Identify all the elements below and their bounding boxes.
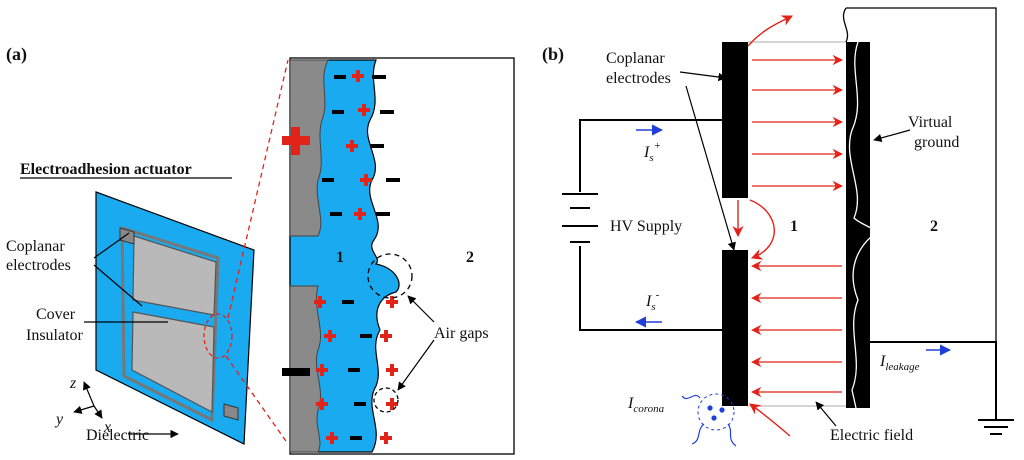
axis-x-arrow (93, 405, 103, 419)
panel-a: (a) Electroadhesion actuator Coplanar el… (6, 44, 515, 455)
upper-terminal (119, 227, 135, 245)
electrode-positive-section (289, 59, 329, 237)
label-coplanar-a-1: Coplanar (6, 238, 65, 255)
field-arrows-lower (750, 260, 842, 398)
corona-ions-icon (681, 393, 737, 447)
positive-charges (314, 70, 398, 444)
label-coplanar-b-2: electrodes (606, 70, 671, 87)
axis-y-label: y (54, 411, 64, 428)
pointer-coplanar-1 (93, 232, 130, 259)
fringe-arrow-curve (749, 199, 775, 260)
edge-field-bottom (749, 403, 791, 437)
zoom-line-top (227, 59, 289, 319)
electrode-lower-b (722, 250, 748, 406)
region-2-b: 2 (930, 218, 938, 235)
big-plus-v (291, 127, 300, 155)
negative-charges (322, 75, 400, 440)
current-is-minus: Is- (645, 289, 660, 313)
actuator-title: Electroadhesion actuator (20, 161, 192, 178)
pointer-coplanar-b-1 (679, 71, 727, 82)
panel-b-label: (b) (542, 44, 564, 65)
wire-ground (870, 341, 997, 420)
region-1-a: 1 (336, 249, 344, 266)
edge-field-top (747, 15, 794, 47)
region-1-b: 1 (790, 218, 798, 235)
label-dielectric: Dielectric (86, 427, 149, 444)
lower-electrode (131, 311, 215, 413)
air-gap-circle-1 (367, 253, 413, 299)
zoom-circle (203, 313, 233, 359)
panel-b: (b) HV Supply (542, 7, 1014, 447)
pointer-coplanar-b-2 (685, 85, 736, 251)
label-cover: Cover (36, 306, 76, 323)
air-gap-circle-2 (373, 387, 399, 413)
axis-z-arrow (83, 381, 95, 407)
pointer-coplanar-2 (93, 264, 143, 307)
air-gap-arrow-1 (407, 295, 435, 323)
axis-x-label: x (103, 419, 111, 436)
current-leakage: Ileakage (879, 353, 920, 373)
field-arrows-upper (752, 54, 844, 192)
wire-positive (579, 119, 722, 192)
pointer-virtual-ground (873, 129, 911, 143)
electrode-upper-b (722, 42, 748, 198)
axis-z-label: z (69, 375, 77, 392)
lower-terminal (223, 403, 239, 421)
label-hv-supply: HV Supply (610, 218, 682, 235)
upper-electrode (132, 235, 217, 316)
big-minus (282, 368, 310, 376)
label-ground: ground (914, 134, 959, 151)
region-2-a: 2 (466, 249, 474, 266)
label-electric-field: Electric field (830, 427, 913, 444)
label-virtual: Virtual (908, 114, 953, 131)
wire-negative (579, 246, 722, 331)
air-gap-arrow-2 (397, 339, 435, 391)
panel-a-label: (a) (6, 44, 27, 65)
virtual-ground-surface (848, 41, 877, 409)
label-coplanar-a-2: electrodes (6, 257, 71, 274)
current-is-plus: Is+ (643, 140, 661, 164)
label-air-gaps: Air gaps (434, 325, 489, 342)
current-corona: Icorona (627, 395, 665, 415)
label-insulator: Insulator (26, 327, 84, 344)
label-coplanar-b-1: Coplanar (606, 50, 665, 67)
pointer-electric-field (815, 401, 837, 427)
axis-y-arrow (73, 405, 95, 414)
region2-top-curve (842, 7, 849, 43)
electrode-frame (120, 225, 220, 423)
region2-outline (846, 7, 997, 380)
